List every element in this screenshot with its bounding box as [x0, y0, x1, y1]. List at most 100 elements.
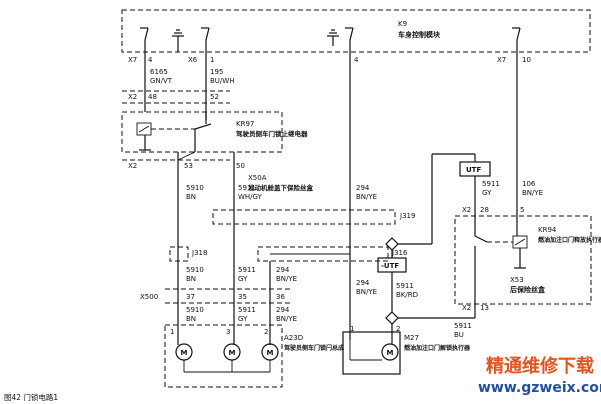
x500-pin: 37 — [186, 293, 195, 301]
j316-splice — [257, 246, 389, 262]
wire-color: BK/RD — [396, 291, 418, 299]
wire-color: GY — [238, 315, 248, 323]
a23d-assembly-box — [164, 324, 283, 388]
k9-id: K9 — [398, 20, 407, 28]
wire-number: 5911 — [238, 306, 256, 314]
wire-color: BN/YE — [356, 288, 377, 296]
splice-diamond-bottom — [385, 311, 399, 325]
k9-pin-label: 10 — [522, 56, 531, 64]
a23d-id: A23D — [284, 334, 303, 342]
wire-number: 5911 — [482, 180, 500, 188]
motor-label: M — [181, 349, 188, 357]
wire-number: 5910 — [186, 306, 204, 314]
k9-pin-label: X7 — [128, 56, 137, 64]
a23d-pin: 2 — [264, 328, 268, 336]
wire-color: WH/GY — [238, 193, 263, 201]
a23d-pin: 3 — [226, 328, 230, 336]
x50a-id: X50A — [248, 174, 267, 182]
wire-color: GY — [482, 189, 492, 197]
kr97-relay-box — [121, 111, 283, 153]
m27-id: M27 — [404, 334, 419, 342]
k9-pin-label: 1 — [210, 56, 214, 64]
wire-color: BN/YE — [276, 275, 297, 283]
motor-label: M — [387, 349, 394, 357]
splice-label: J316 — [391, 249, 408, 257]
wire-number: 5911 — [454, 322, 472, 330]
x2-mid-pin: 50 — [236, 162, 245, 170]
wire-color: BN — [186, 193, 196, 201]
wire-number: 5910 — [186, 266, 204, 274]
k9-ground-switch — [172, 27, 210, 52]
wire-color: BN/YE — [356, 193, 377, 201]
x53-name: 后保险丝盒 — [510, 285, 546, 294]
wire-number: 294 — [356, 184, 370, 192]
wire-number: 5911 — [238, 266, 256, 274]
x500-conn: X500 — [140, 293, 158, 301]
x2-low-pin: 13 — [480, 304, 489, 312]
motor-icon — [381, 343, 399, 361]
k9-switch-4 — [512, 27, 521, 52]
wire-color: GY — [238, 275, 248, 283]
kr94-coil-mark — [514, 238, 526, 246]
x53-fuse-box — [454, 215, 592, 305]
x2-mid-conn: X2 — [128, 162, 137, 170]
wire-color: BU/WH — [210, 77, 234, 85]
x500-pin: 35 — [238, 293, 247, 301]
motor-label: M — [229, 349, 236, 357]
wire-color: BN/YE — [276, 315, 297, 323]
k9-pin-label: 4 — [354, 56, 359, 64]
m27-pin: 1 — [350, 325, 354, 333]
k9-module-box — [121, 9, 591, 53]
kr94-contact — [474, 235, 488, 243]
utf-low-label: -UTF — [381, 262, 399, 270]
splice-label: J319 — [399, 212, 415, 220]
wire-number: 5910 — [186, 184, 204, 192]
wire-number: 294 — [276, 266, 290, 274]
wire-color: BN — [186, 275, 196, 283]
x2-top-pin: 48 — [148, 93, 157, 101]
kr97-to-5910 — [177, 151, 196, 161]
figure-caption: 图42 门锁电路1 — [4, 392, 58, 402]
k9-pin-label: 4 — [148, 56, 153, 64]
wire-number: 106 — [522, 180, 536, 188]
kr94-id: KR94 — [538, 226, 557, 234]
k9-name: 车身控制模块 — [398, 30, 441, 39]
k9-switch-3 — [327, 27, 354, 52]
wire-color: GN/VT — [150, 77, 173, 85]
wire-number: 5911 — [238, 184, 256, 192]
m27-name: 燃油加注口门解锁执行器 — [404, 344, 471, 352]
kr97-name: 驾驶员侧车门锁止继电器 — [236, 129, 308, 138]
x2-top-pin: 52 — [210, 93, 219, 101]
k9-pin-label: X7 — [497, 56, 506, 64]
wire-number: 195 — [210, 68, 223, 76]
utf-top-label: UTF — [466, 166, 481, 174]
wire-number: 5911 — [396, 282, 414, 290]
j319-splice — [212, 209, 396, 225]
k9-switch-1 — [140, 27, 149, 52]
x2-low-conn: X2 — [462, 304, 471, 312]
motor-label: M — [267, 349, 274, 357]
x2-right-pin: 5 — [520, 206, 524, 214]
wire-number: 6165 — [150, 68, 168, 76]
splice-label: J318 — [191, 249, 207, 257]
x2-right-conn: X2 — [462, 206, 471, 214]
wire-color: BN/YE — [522, 189, 543, 197]
kr97-id: KR97 — [236, 120, 254, 128]
x50a-name: 发动机舱盖下保险丝盒 — [247, 183, 314, 192]
x500-pin: 36 — [276, 293, 285, 301]
kr94-name: 燃油加注口门释放执行器继电器 — [538, 236, 601, 244]
x2-mid-pin: 53 — [184, 162, 193, 170]
x2-top-conn: X2 — [128, 93, 137, 101]
k9-pin-label: X6 — [188, 56, 198, 64]
a23d-pin: 1 — [170, 328, 174, 336]
kr97-coil-mark — [138, 125, 150, 133]
a23d-name: 驾驶员侧车门锁闩总成 — [283, 344, 344, 352]
wire-number: 294 — [356, 279, 370, 287]
watermark-title: 精通维修下载 — [486, 355, 594, 377]
kr97-contact — [194, 123, 212, 130]
wire-color: BN — [186, 315, 196, 323]
x2-right-pin: 28 — [480, 206, 489, 214]
j318-splice — [169, 246, 189, 262]
wire-number: 294 — [276, 306, 290, 314]
